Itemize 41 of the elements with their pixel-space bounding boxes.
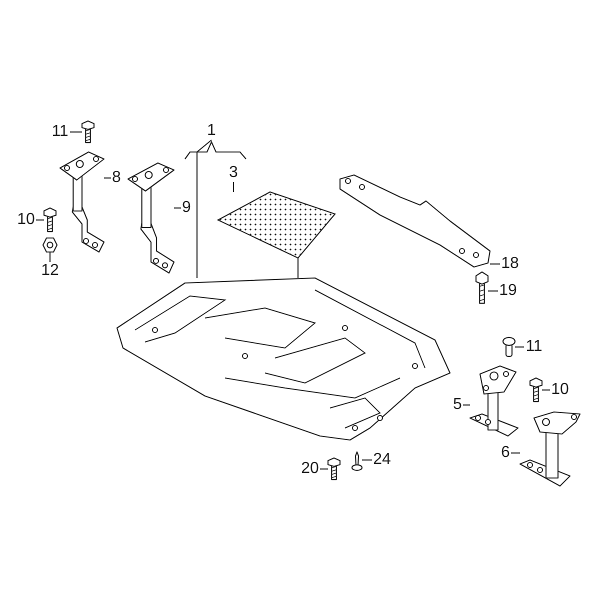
callout-number: 8 [111, 169, 122, 187]
leader-line [490, 263, 500, 265]
callout-number: 12 [40, 262, 60, 280]
bolt-drawing [82, 121, 94, 143]
callout-number: 9 [181, 199, 192, 217]
leader-line [320, 468, 328, 470]
leader-line [297, 258, 299, 278]
mat-drawing [218, 192, 335, 258]
callout-number: 20 [300, 460, 320, 478]
bolt-drawing [530, 378, 542, 402]
leader-line [36, 219, 44, 221]
leader-line [196, 140, 212, 278]
leader-line [232, 182, 234, 192]
bolt-drawing [328, 458, 340, 480]
strut-drawing [340, 175, 490, 267]
leader-line [174, 207, 181, 209]
leader-line [463, 404, 470, 406]
leader-line [511, 452, 520, 454]
callout-number: 5 [452, 396, 463, 414]
callout-number: 24 [372, 451, 392, 469]
leader-line [362, 459, 372, 461]
callout-number: 10 [550, 381, 570, 399]
callout-number: 11 [524, 338, 544, 356]
callout-number: 10 [16, 211, 36, 229]
clip-drawing [503, 337, 515, 357]
leader-line [70, 131, 82, 133]
bolt-drawing [476, 272, 488, 304]
leader-line [49, 252, 51, 262]
leader-line [104, 177, 111, 179]
callout-number: 19 [498, 282, 518, 300]
callout-number: 11 [50, 123, 70, 141]
leader-line [515, 346, 524, 348]
leader-line [542, 389, 550, 391]
screw-drawing [352, 452, 362, 472]
callout-number: 1 [206, 122, 217, 140]
callout-number: 3 [228, 164, 239, 182]
leader-line [488, 290, 498, 292]
bolt-drawing [44, 208, 56, 232]
nut-drawing [43, 238, 57, 252]
callout-number: 18 [500, 255, 520, 273]
callout-number: 6 [500, 444, 511, 462]
